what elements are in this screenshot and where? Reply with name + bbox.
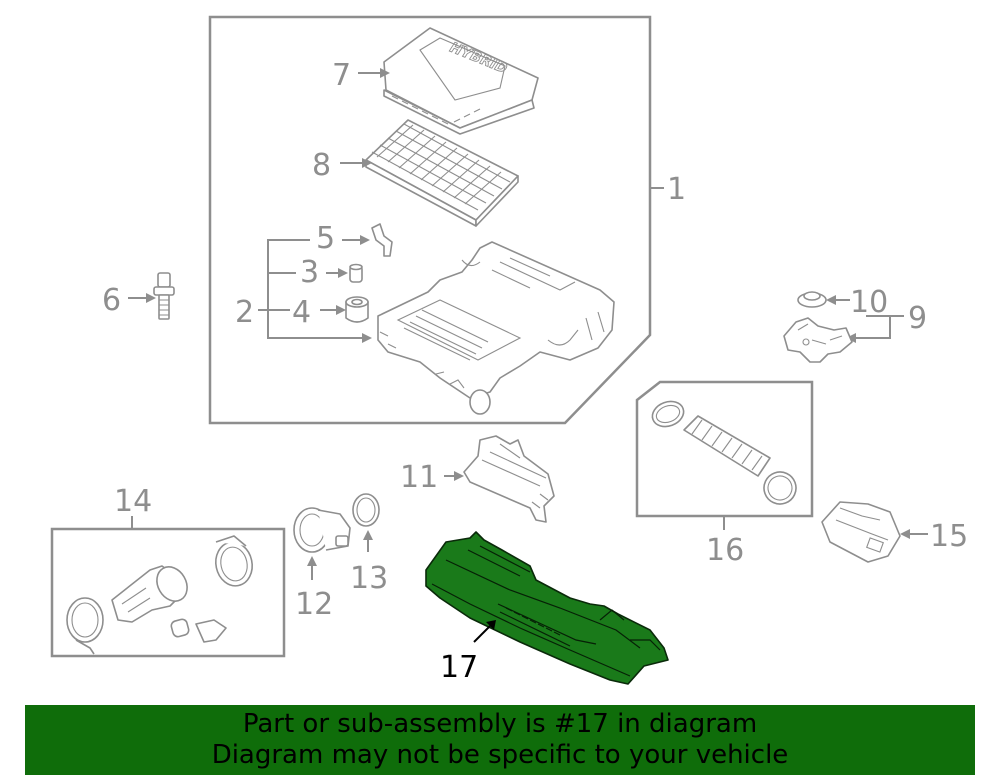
part-15-sensor[interactable] [821, 501, 901, 563]
part-7-cover[interactable]: HYBRID [383, 27, 539, 135]
callout-8[interactable]: 8 [312, 148, 331, 183]
callout-17[interactable]: 17 [440, 650, 478, 685]
part-1-lower-housing[interactable] [377, 241, 615, 415]
callout-1[interactable]: 1 [667, 172, 686, 207]
part-16-hose[interactable] [649, 397, 801, 508]
info-banner: Part or sub-assembly is #17 in diagram D… [25, 705, 975, 775]
callout-10[interactable]: 10 [850, 285, 888, 320]
part-4-insulator[interactable] [345, 296, 369, 323]
callout-4[interactable]: 4 [292, 295, 311, 330]
part-11-duct[interactable] [463, 435, 555, 523]
callout-7[interactable]: 7 [332, 58, 351, 93]
part-10-grommet[interactable] [797, 291, 827, 308]
callout-11[interactable]: 11 [400, 460, 438, 495]
assembly-box-14 [50, 527, 286, 658]
assembly-box-1 [208, 15, 652, 425]
callout-6[interactable]: 6 [102, 283, 121, 318]
part-5-clip[interactable] [371, 223, 393, 257]
callout-15[interactable]: 15 [930, 519, 968, 554]
part-13-gasket[interactable] [352, 493, 380, 527]
part-17-highlighted-air-guide[interactable] [425, 531, 669, 685]
part-8-filter[interactable] [365, 119, 519, 227]
callout-2[interactable]: 2 [235, 295, 254, 330]
part-9-bracket[interactable] [783, 317, 853, 363]
part-3-grommet[interactable] [349, 263, 363, 283]
callout-16[interactable]: 16 [706, 533, 744, 568]
part-6-bolt[interactable] [153, 272, 175, 320]
callout-13[interactable]: 13 [350, 561, 388, 596]
assembly-box-16 [635, 380, 814, 518]
callout-5[interactable]: 5 [316, 221, 335, 256]
callout-9[interactable]: 9 [908, 301, 927, 336]
banner-line-2: Diagram may not be specific to your vehi… [211, 740, 789, 770]
callout-14[interactable]: 14 [114, 484, 152, 519]
callout-12[interactable]: 12 [295, 587, 333, 622]
part-14-duct-set[interactable] [66, 535, 256, 655]
banner-line-1: Part or sub-assembly is #17 in diagram [242, 709, 758, 739]
part-12-sensor-housing[interactable] [293, 507, 351, 553]
callout-3[interactable]: 3 [300, 255, 319, 290]
